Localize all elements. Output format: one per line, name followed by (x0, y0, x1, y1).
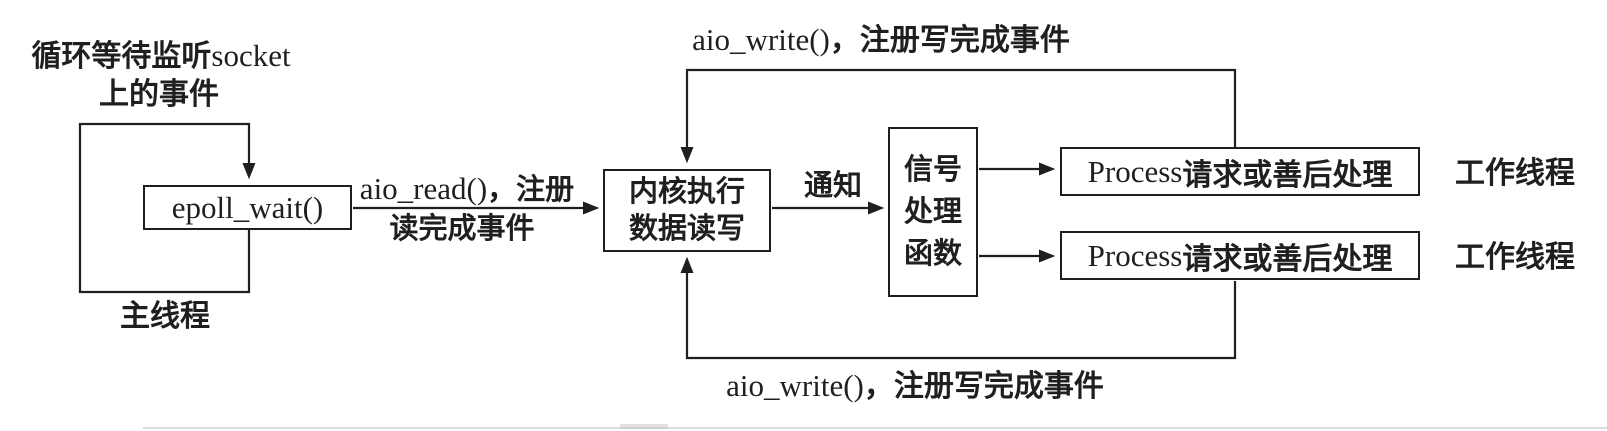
loop-caption-cjk: 循环等待监听 (31, 40, 212, 73)
scan-artifact-line (143, 427, 1607, 429)
aio-write-top-label: aio_write()，注册写完成事件 (692, 22, 1070, 59)
signal-handler-line1: 信号 (903, 153, 962, 186)
aio-write-bottom-latin: aio_write() (726, 368, 864, 403)
worker-thread-label-1: 工作线程 (1455, 157, 1575, 190)
aio-write-bottom-connector (680, 256, 1237, 360)
aio-write-bottom-cjk: ，注册写完成事件 (863, 370, 1104, 403)
process-box-2-cjk: 请求或善后处理 (1182, 242, 1393, 276)
loop-caption-line2: 上的事件 (99, 78, 219, 111)
epoll-wait-label: epoll_wait() (171, 189, 324, 225)
aio-write-top-connector (680, 68, 1237, 164)
aio-write-bottom-label: aio_write()，注册写完成事件 (726, 368, 1104, 405)
aio-read-cjk: ，注册 (487, 174, 575, 206)
epoll-wait-box: epoll_wait() (143, 185, 352, 230)
main-thread-label: 主线程 (120, 300, 210, 333)
loop-caption-line1: 循环等待监听socket (31, 38, 290, 75)
worker-thread-label-2: 工作线程 (1455, 241, 1575, 274)
process-box-1-latin: Process (1087, 153, 1183, 189)
signal-handler-line2: 处理 (903, 195, 962, 228)
notify-label: 通知 (803, 170, 863, 202)
process-box-2-latin: Process (1087, 237, 1183, 273)
kernel-io-line1: 内核执行 (628, 176, 745, 209)
signal-handler-line3: 函数 (903, 238, 962, 271)
loop-caption-latin: socket (211, 38, 291, 73)
aio-read-latin: aio_read() (359, 171, 488, 206)
aio-write-top-cjk: ，注册写完成事件 (829, 24, 1070, 57)
kernel-io-box: 内核执行 数据读写 (603, 169, 771, 252)
aio-read-label-line1: aio_read()，注册 (360, 171, 574, 207)
signal-handler-box: 信号 处理 函数 (888, 127, 978, 297)
kernel-io-line2: 数据读写 (628, 212, 745, 245)
process-box-1-cjk: 请求或善后处理 (1182, 158, 1393, 192)
aio-read-label-line2: 读完成事件 (389, 213, 535, 245)
aio-write-top-latin: aio_write() (692, 22, 830, 57)
main-thread-loop-arrow (78, 122, 256, 294)
scan-artifact-caption-fragment (620, 424, 668, 429)
